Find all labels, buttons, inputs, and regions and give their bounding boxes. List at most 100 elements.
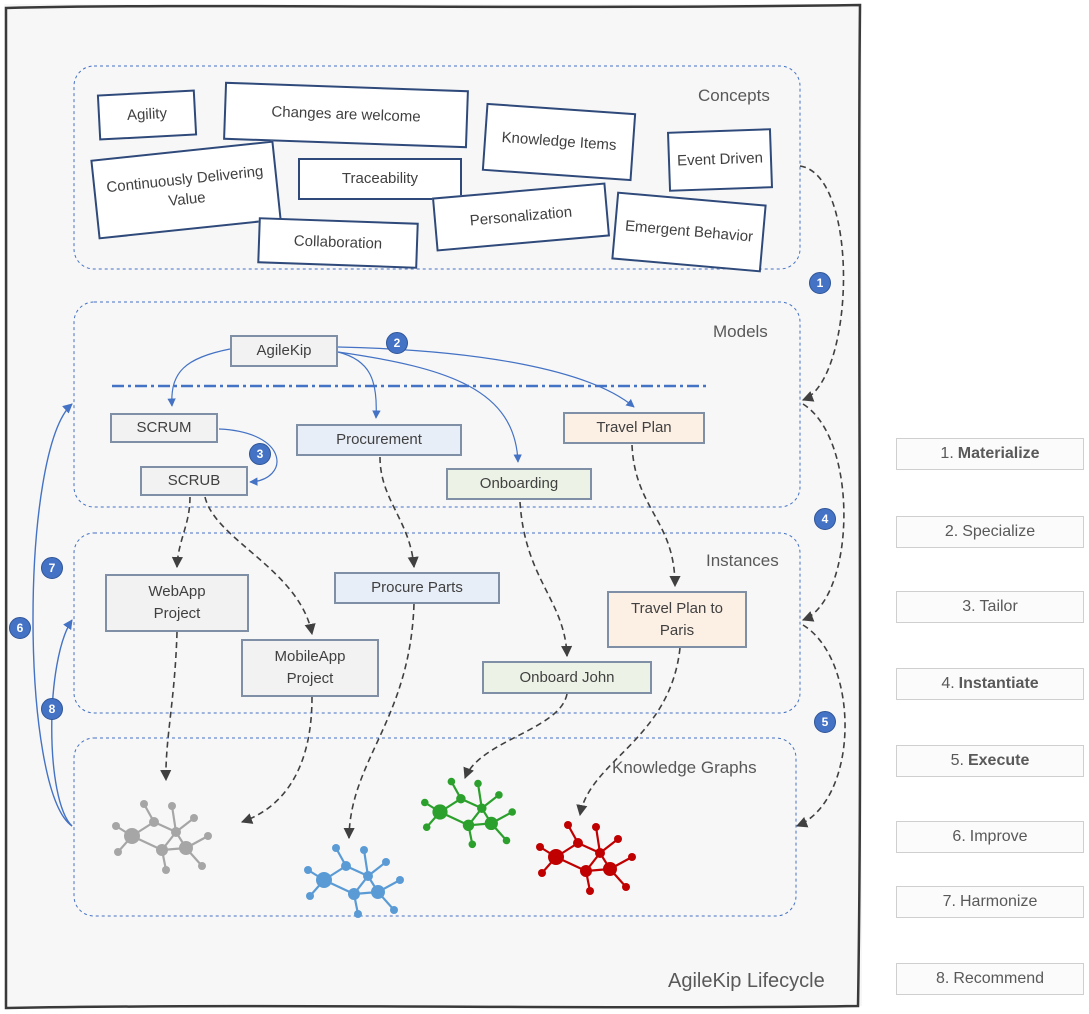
concept-card: Knowledge Items: [481, 102, 637, 182]
legend-item: 8.Recommend: [896, 963, 1084, 995]
legend-item: 3.Tailor: [896, 591, 1084, 623]
graph-node: [168, 802, 176, 810]
graph-node: [421, 798, 429, 807]
legend-item: 7.Harmonize: [896, 886, 1084, 918]
graph-node: [162, 866, 170, 874]
arrow-onboardjohn-graph: [463, 693, 568, 780]
model-agilekip[interactable]: AgileKip: [230, 335, 338, 367]
instance-mobileapp[interactable]: MobileApp Project: [241, 639, 379, 697]
arrow-procurement-procureparts: [379, 456, 419, 569]
graph-node: [422, 823, 431, 831]
concept-card: Event Driven: [666, 128, 774, 192]
graph-node: [447, 777, 456, 786]
graph-node: [306, 892, 314, 900]
concept-card: Agility: [96, 89, 198, 141]
graph-node: [382, 858, 390, 866]
knowledge-graph-gray: [112, 800, 212, 874]
arrow-webapp-graph: [160, 631, 178, 782]
legend-item: 2.Specialize: [896, 516, 1084, 548]
models-title: Models: [713, 322, 768, 341]
arrow-agilekip-procurement: [337, 351, 381, 419]
step-badge-8: 8: [41, 698, 63, 720]
instance-procure-parts[interactable]: Procure Parts: [334, 572, 500, 604]
graph-node: [432, 804, 448, 820]
lifecycle-title: AgileKip Lifecycle: [668, 970, 825, 992]
graph-node: [508, 808, 516, 816]
graph-node: [614, 835, 622, 843]
graph-node: [304, 866, 312, 874]
concepts-title: Concepts: [698, 86, 770, 105]
graph-node: [140, 800, 148, 808]
step-badge-5: 5: [814, 711, 836, 733]
arrow-mobileapp-graph: [240, 696, 313, 824]
graph-node: [396, 876, 404, 884]
model-travel-plan[interactable]: Travel Plan: [563, 412, 705, 444]
graph-node: [622, 883, 630, 891]
graph-node: [156, 844, 168, 856]
graph-node: [149, 817, 159, 827]
graph-node: [316, 872, 332, 888]
frame-border: [3, 3, 862, 1010]
graph-node: [332, 844, 340, 852]
graph-node: [341, 861, 351, 871]
graph-node: [564, 821, 572, 829]
knowledge-graph-red: [536, 821, 636, 895]
graph-node: [484, 816, 498, 831]
instance-webapp[interactable]: WebApp Project: [105, 574, 249, 632]
arrow-harmonize: [51, 619, 73, 827]
arrow-improve: [32, 403, 73, 827]
graph-node: [390, 906, 398, 914]
knowledge-graphs-title: Knowledge Graphs: [612, 758, 757, 777]
instance-travel-paris[interactable]: Travel Plan to Paris: [607, 591, 747, 648]
graph-node: [477, 803, 487, 813]
graph-node: [363, 871, 373, 881]
step-badge-2: 2: [386, 332, 408, 354]
knowledge-graphs-group: [112, 777, 636, 918]
graph-node: [592, 823, 600, 831]
arrow-procureparts-graph: [343, 603, 415, 840]
arrow-travelplan-paris: [631, 444, 681, 588]
step-badge-7: 7: [41, 557, 63, 579]
concept-card: Traceability: [298, 158, 462, 200]
arrow-agilekip-scrum: [167, 348, 231, 407]
graph-node: [190, 814, 198, 822]
graph-node: [538, 869, 546, 877]
arrow-instantiate: [801, 403, 845, 622]
concept-card: Changes are welcome: [223, 81, 469, 149]
graph-node: [595, 848, 605, 858]
graph-node: [580, 865, 592, 877]
arrow-execute: [795, 624, 846, 828]
knowledge-graph-blue: [304, 844, 404, 918]
model-onboarding[interactable]: Onboarding: [446, 468, 592, 500]
graph-node: [586, 887, 594, 895]
legend-item: 5.Execute: [896, 745, 1084, 777]
concepts-section-box: [73, 65, 801, 270]
graph-node: [603, 862, 617, 876]
instance-onboard-john[interactable]: Onboard John: [482, 661, 652, 694]
graph-node: [204, 832, 212, 840]
arrow-scrub-webapp: [171, 496, 191, 569]
graph-node: [462, 819, 475, 831]
graph-node: [179, 841, 193, 855]
legend-item: 6.Improve: [896, 821, 1084, 853]
graph-node: [573, 838, 583, 848]
model-scrum[interactable]: SCRUM: [110, 413, 218, 443]
step-badge-3: 3: [249, 443, 271, 465]
graph-node: [502, 836, 511, 845]
arrow-scrub-mobileapp: [204, 496, 316, 636]
graph-node: [548, 849, 564, 865]
legend-item: 1.Materialize: [896, 438, 1084, 470]
graph-node: [495, 791, 503, 799]
graph-node: [456, 793, 466, 804]
graph-node: [536, 843, 544, 851]
model-scrub[interactable]: SCRUB: [140, 466, 248, 496]
graph-node: [348, 888, 360, 900]
instances-section-box: [73, 532, 801, 714]
model-procurement[interactable]: Procurement: [296, 424, 462, 456]
graph-node: [628, 853, 636, 861]
arrow-onboarding-onboardjohn: [519, 501, 573, 658]
step-badge-1: 1: [809, 272, 831, 294]
graph-node: [468, 840, 477, 849]
concept-card: Collaboration: [257, 217, 419, 269]
